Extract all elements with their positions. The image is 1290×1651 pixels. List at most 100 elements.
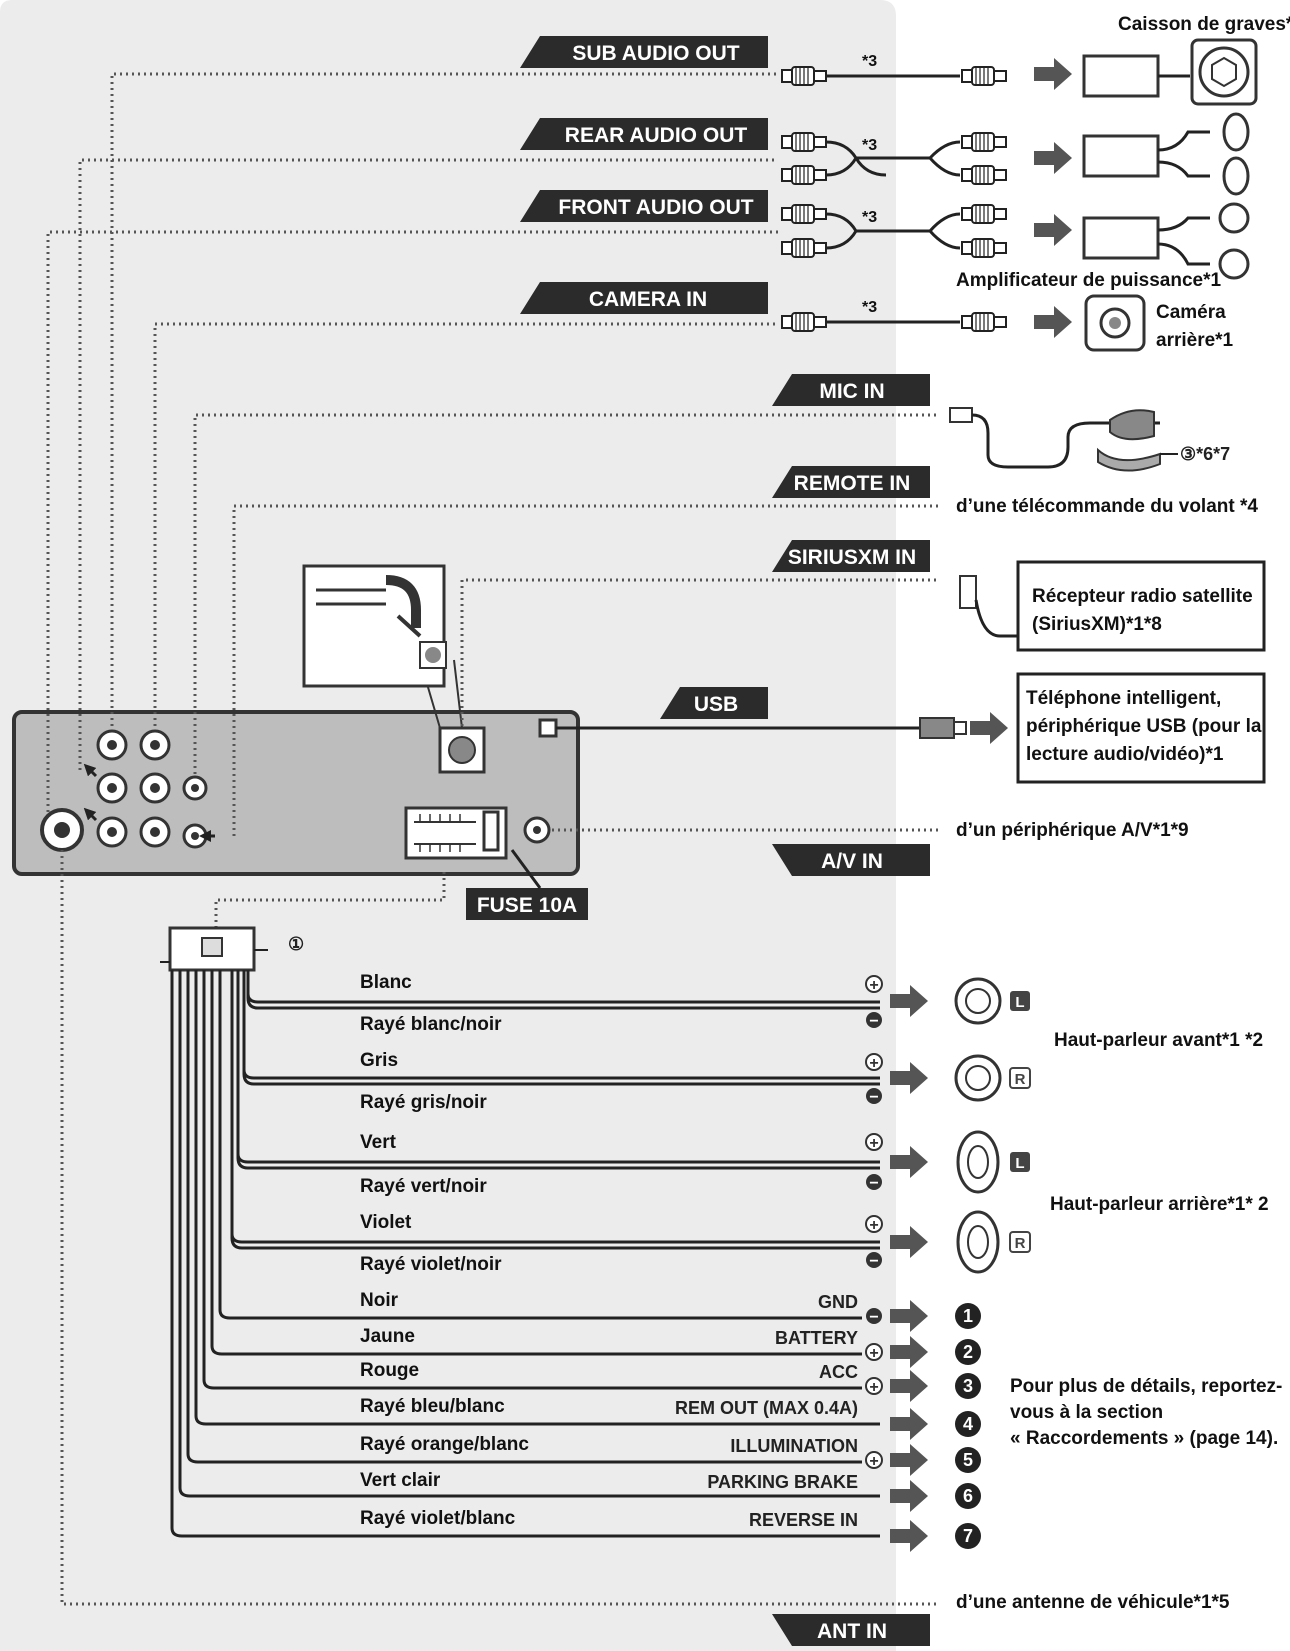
svg-text:−: − <box>869 1089 878 1106</box>
svg-text:Jaune: Jaune <box>360 1326 415 1347</box>
svg-text:*3: *3 <box>862 299 877 316</box>
svg-text:vous à la section: vous à la section <box>1010 1402 1163 1423</box>
svg-text:*3: *3 <box>862 53 877 70</box>
svg-text:PARKING BRAKE: PARKING BRAKE <box>707 1472 858 1492</box>
wiring-harness: ① <box>160 926 880 1538</box>
svg-text:REAR AUDIO OUT: REAR AUDIO OUT <box>565 124 748 147</box>
svg-text:A/V IN: A/V IN <box>821 850 883 873</box>
steering-remote-label: d’une télécommande du volant *4 <box>956 496 1258 517</box>
svg-text:(SiriusXM)*1*8: (SiriusXM)*1*8 <box>1032 614 1162 635</box>
svg-text:Téléphone intelligent,: Téléphone intelligent, <box>1026 688 1221 709</box>
svg-text:Rayé gris/noir: Rayé gris/noir <box>360 1092 487 1113</box>
svg-text:Gris: Gris <box>360 1050 398 1071</box>
svg-text:③*6*7: ③*6*7 <box>1180 444 1230 464</box>
svg-text:7: 7 <box>963 1526 973 1546</box>
svg-text:+: + <box>869 1453 878 1470</box>
svg-text:Amplificateur de puissance*1: Amplificateur de puissance*1 <box>956 270 1221 291</box>
svg-text:−: − <box>869 1253 878 1270</box>
svg-text:Rayé orange/blanc: Rayé orange/blanc <box>360 1434 529 1455</box>
svg-text:Violet: Violet <box>360 1212 412 1233</box>
svg-text:+: + <box>869 977 878 994</box>
svg-text:ILLUMINATION: ILLUMINATION <box>730 1436 858 1456</box>
svg-text:GND: GND <box>818 1292 858 1312</box>
svg-text:Rayé vert/noir: Rayé vert/noir <box>360 1176 487 1197</box>
svg-text:Rayé blanc/noir: Rayé blanc/noir <box>360 1014 502 1035</box>
svg-text:FRONT AUDIO OUT: FRONT AUDIO OUT <box>558 196 753 219</box>
polarity-markers: + − + − + − + − − + + + <box>865 975 883 1470</box>
svg-text:Noir: Noir <box>360 1290 399 1311</box>
tag-rear-audio-out: REAR AUDIO OUT <box>520 118 768 150</box>
svg-text:4: 4 <box>963 1414 973 1434</box>
svg-text:①: ① <box>288 934 304 954</box>
svg-text:ANT IN: ANT IN <box>817 1620 887 1643</box>
svg-text:MIC IN: MIC IN <box>819 380 884 403</box>
svg-text:REVERSE IN: REVERSE IN <box>749 1510 858 1530</box>
usb-device: Téléphone intelligent, périphérique USB … <box>919 672 1266 784</box>
siriusxm-connector-inset <box>302 564 463 729</box>
svg-text:Pour plus de détails, reportez: Pour plus de détails, reportez- <box>1010 1376 1282 1397</box>
head-unit <box>12 710 580 876</box>
svg-text:1: 1 <box>963 1306 973 1326</box>
svg-text:SUB AUDIO OUT: SUB AUDIO OUT <box>572 42 739 65</box>
antenna-label: d’une antenne de véhicule*1*5 <box>956 1592 1230 1613</box>
rca-cables: *3 *3 *3 *3 <box>781 53 1072 338</box>
tag-fuse: FUSE 10A <box>466 888 588 920</box>
svg-text:« Raccordements » (page 14).: « Raccordements » (page 14). <box>1010 1428 1278 1449</box>
svg-text:Rayé bleu/blanc: Rayé bleu/blanc <box>360 1396 505 1417</box>
wire-labels: Blanc Rayé blanc/noir Gris Rayé gris/noi… <box>360 972 529 1529</box>
tag-camera-in: CAMERA IN <box>520 282 768 314</box>
svg-text:6: 6 <box>963 1486 973 1506</box>
svg-text:ACC: ACC <box>819 1362 858 1382</box>
svg-text:−: − <box>869 1175 878 1192</box>
svg-text:Vert: Vert <box>360 1132 397 1153</box>
svg-text:5: 5 <box>963 1450 973 1470</box>
tag-usb: USB <box>660 687 768 719</box>
microphone-device: ③*6*7 <box>949 407 1230 472</box>
svg-text:*3: *3 <box>862 137 877 154</box>
svg-text:REMOTE IN: REMOTE IN <box>794 472 911 495</box>
svg-text:R: R <box>1015 1235 1026 1252</box>
front-speakers: L R Haut-parleur avant*1 *2 <box>954 977 1263 1102</box>
svg-text:+: + <box>869 1217 878 1234</box>
amplifier-front-device: Amplificateur de puissance*1 <box>956 202 1250 291</box>
svg-text:−: − <box>869 1013 878 1030</box>
amplifier-rear-device <box>1082 112 1250 196</box>
numbered-connections: 1 2 3 4 5 6 7 <box>955 1303 981 1549</box>
svg-text:3: 3 <box>963 1376 973 1396</box>
tag-sub-audio-out: SUB AUDIO OUT <box>520 36 768 68</box>
tag-front-audio-out: FRONT AUDIO OUT <box>520 190 768 222</box>
svg-text:périphérique USB (pour la: périphérique USB (pour la <box>1026 716 1262 737</box>
rear-speakers: L R Haut-parleur arrière*1* 2 <box>956 1130 1269 1274</box>
svg-text:USB: USB <box>694 693 738 716</box>
tag-siriusxm-in: SIRIUSXM IN <box>772 540 930 572</box>
svg-text:Rayé violet/blanc: Rayé violet/blanc <box>360 1508 516 1529</box>
details-note: Pour plus de détails, reportez- vous à l… <box>1010 1376 1282 1449</box>
tag-remote-in: REMOTE IN <box>772 466 930 498</box>
rear-camera-device: Caméra arrière*1 <box>1084 294 1234 352</box>
wire-functions: GND BATTERY ACC REM OUT (MAX 0.4A) ILLUM… <box>675 1292 858 1530</box>
svg-text:SIRIUSXM IN: SIRIUSXM IN <box>788 546 916 569</box>
tag-ant-in: ANT IN <box>772 1614 930 1646</box>
svg-text:2: 2 <box>963 1342 973 1362</box>
svg-text:Haut-parleur arrière*1* 2: Haut-parleur arrière*1* 2 <box>1050 1194 1269 1215</box>
svg-text:BATTERY: BATTERY <box>775 1328 858 1348</box>
svg-text:Vert clair: Vert clair <box>360 1470 441 1491</box>
satellite-receiver-device: Récepteur radio satellite (SiriusXM)*1*8 <box>959 560 1266 652</box>
subwoofer-device: Caisson de graves*1 <box>1082 14 1290 106</box>
svg-text:FUSE 10A: FUSE 10A <box>477 894 577 917</box>
svg-text:L: L <box>1015 1155 1024 1172</box>
svg-text:Rayé violet/noir: Rayé violet/noir <box>360 1254 502 1275</box>
svg-text:R: R <box>1015 1071 1026 1088</box>
svg-text:−: − <box>869 1309 878 1326</box>
av-device-label: d’un périphérique A/V*1*9 <box>956 820 1189 841</box>
tag-mic-in: MIC IN <box>772 374 930 406</box>
tag-av-in: A/V IN <box>772 844 930 876</box>
svg-text:L: L <box>1015 994 1024 1011</box>
svg-text:Blanc: Blanc <box>360 972 412 993</box>
svg-text:REM OUT (MAX 0.4A): REM OUT (MAX 0.4A) <box>675 1398 858 1418</box>
connection-lines <box>46 72 940 1606</box>
svg-text:Rouge: Rouge <box>360 1360 419 1381</box>
svg-text:Récepteur radio satellite: Récepteur radio satellite <box>1032 586 1253 607</box>
svg-text:+: + <box>869 1345 878 1362</box>
